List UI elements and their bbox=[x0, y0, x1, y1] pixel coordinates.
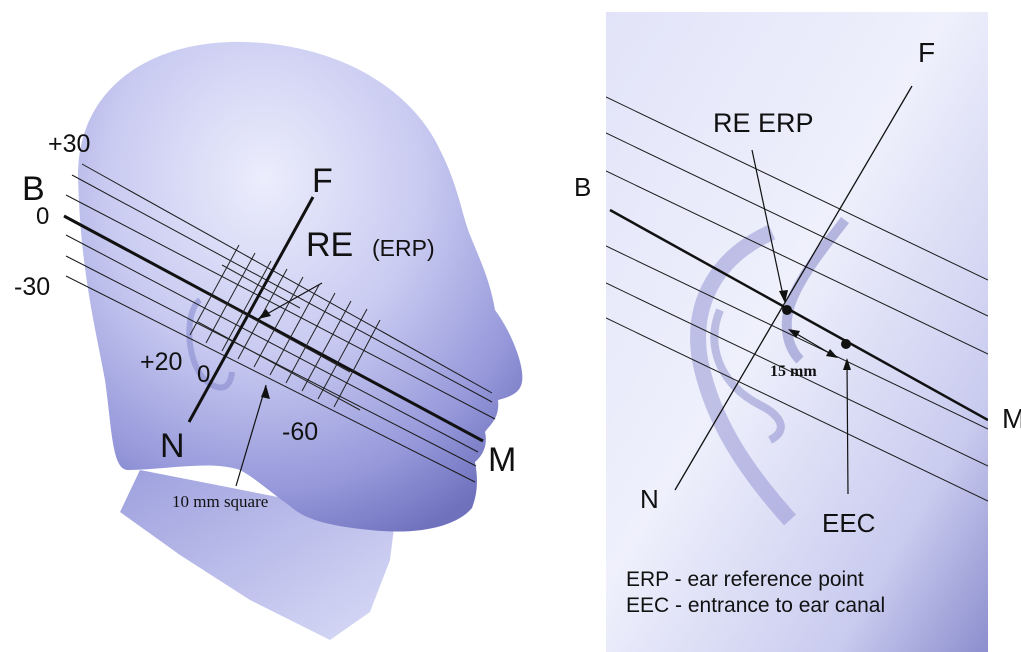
left-parallel-lines bbox=[65, 163, 496, 483]
right-label-re-erp: RE ERP bbox=[713, 108, 814, 138]
right-distance-arrow-head-left bbox=[788, 329, 800, 338]
right-eec-arrow-head bbox=[843, 358, 851, 370]
left-label-re: RE bbox=[306, 226, 353, 264]
grid-line bbox=[197, 321, 361, 411]
left-label-b: B bbox=[22, 170, 45, 208]
left-label-minus60: -60 bbox=[282, 418, 318, 446]
right-line-bm bbox=[609, 208, 988, 422]
right-ear-shape bbox=[690, 224, 796, 526]
left-square-arrow-head bbox=[261, 385, 270, 399]
left-label-zero: 0 bbox=[36, 203, 49, 230]
right-label-b: B bbox=[574, 172, 591, 202]
head-silhouette bbox=[78, 41, 523, 532]
right-parallel-lines bbox=[606, 96, 988, 502]
left-label-zero-bottom: 0 bbox=[197, 361, 210, 388]
right-line-nf bbox=[674, 85, 913, 491]
right-ear-lobe bbox=[710, 308, 785, 444]
left-erp-arrow-head bbox=[258, 309, 271, 319]
left-square-arrow bbox=[235, 384, 267, 487]
right-label-m: M bbox=[1002, 403, 1021, 434]
grid-line bbox=[333, 319, 381, 408]
left-label-n: N bbox=[160, 427, 185, 465]
grid-line bbox=[209, 294, 351, 373]
right-label-n: N bbox=[640, 484, 659, 514]
left-line-nf bbox=[187, 196, 315, 423]
left-label-f: F bbox=[312, 162, 333, 200]
grid-line bbox=[285, 292, 336, 384]
left-label-erp: (ERP) bbox=[372, 235, 435, 261]
left-label-m: M bbox=[488, 441, 516, 479]
left-line-minus10 bbox=[65, 234, 479, 453]
grid-line bbox=[301, 300, 352, 392]
right-ear-helix bbox=[781, 216, 849, 364]
left-label-minus30: -30 bbox=[14, 273, 50, 301]
left-line-minus30 bbox=[65, 275, 476, 483]
grid-line bbox=[269, 284, 320, 376]
left-line-minus20 bbox=[65, 255, 477, 467]
grid-line bbox=[317, 308, 368, 400]
right-legend-erp: ERP - ear reference point bbox=[626, 568, 864, 591]
left-label-plus20: +20 bbox=[140, 348, 182, 376]
right-line-6 bbox=[606, 317, 988, 502]
right-line-1 bbox=[606, 96, 988, 281]
right-line-2 bbox=[606, 132, 988, 317]
left-line-bm bbox=[63, 214, 484, 443]
right-panel: B F RE ERP M 15 mm N EEC ERP - ear refer… bbox=[574, 12, 1021, 652]
left-panel: +30 B 0 -30 F RE (ERP) +20 0 N -60 M 10 … bbox=[14, 41, 523, 640]
right-legend-eec: EEC - entrance to ear canal bbox=[626, 594, 885, 617]
right-line-4 bbox=[606, 245, 988, 430]
grid-line bbox=[189, 244, 240, 336]
left-label-square-note: 10 mm square bbox=[172, 492, 268, 511]
right-erp-arrow bbox=[751, 149, 785, 301]
right-distance-arrow-head-right bbox=[826, 349, 838, 358]
right-erp-point bbox=[782, 305, 792, 315]
right-line-3 bbox=[606, 170, 988, 355]
right-label-distance: 15 mm bbox=[770, 363, 817, 380]
grid-line bbox=[253, 276, 304, 368]
grid-line bbox=[205, 252, 256, 344]
right-eec-point bbox=[841, 339, 851, 349]
right-eec-arrow bbox=[846, 361, 849, 495]
right-label-f: F bbox=[918, 37, 935, 68]
left-line-plus30 bbox=[81, 163, 493, 394]
left-line-plus20 bbox=[71, 174, 493, 403]
grid-line bbox=[221, 264, 301, 309]
grid-line bbox=[221, 260, 272, 352]
right-label-eec: EEC bbox=[822, 508, 875, 538]
right-line-5 bbox=[606, 282, 988, 467]
left-label-plus30: +30 bbox=[48, 130, 90, 158]
left-ear-shape bbox=[186, 297, 235, 391]
right-erp-arrow-head bbox=[779, 290, 788, 303]
